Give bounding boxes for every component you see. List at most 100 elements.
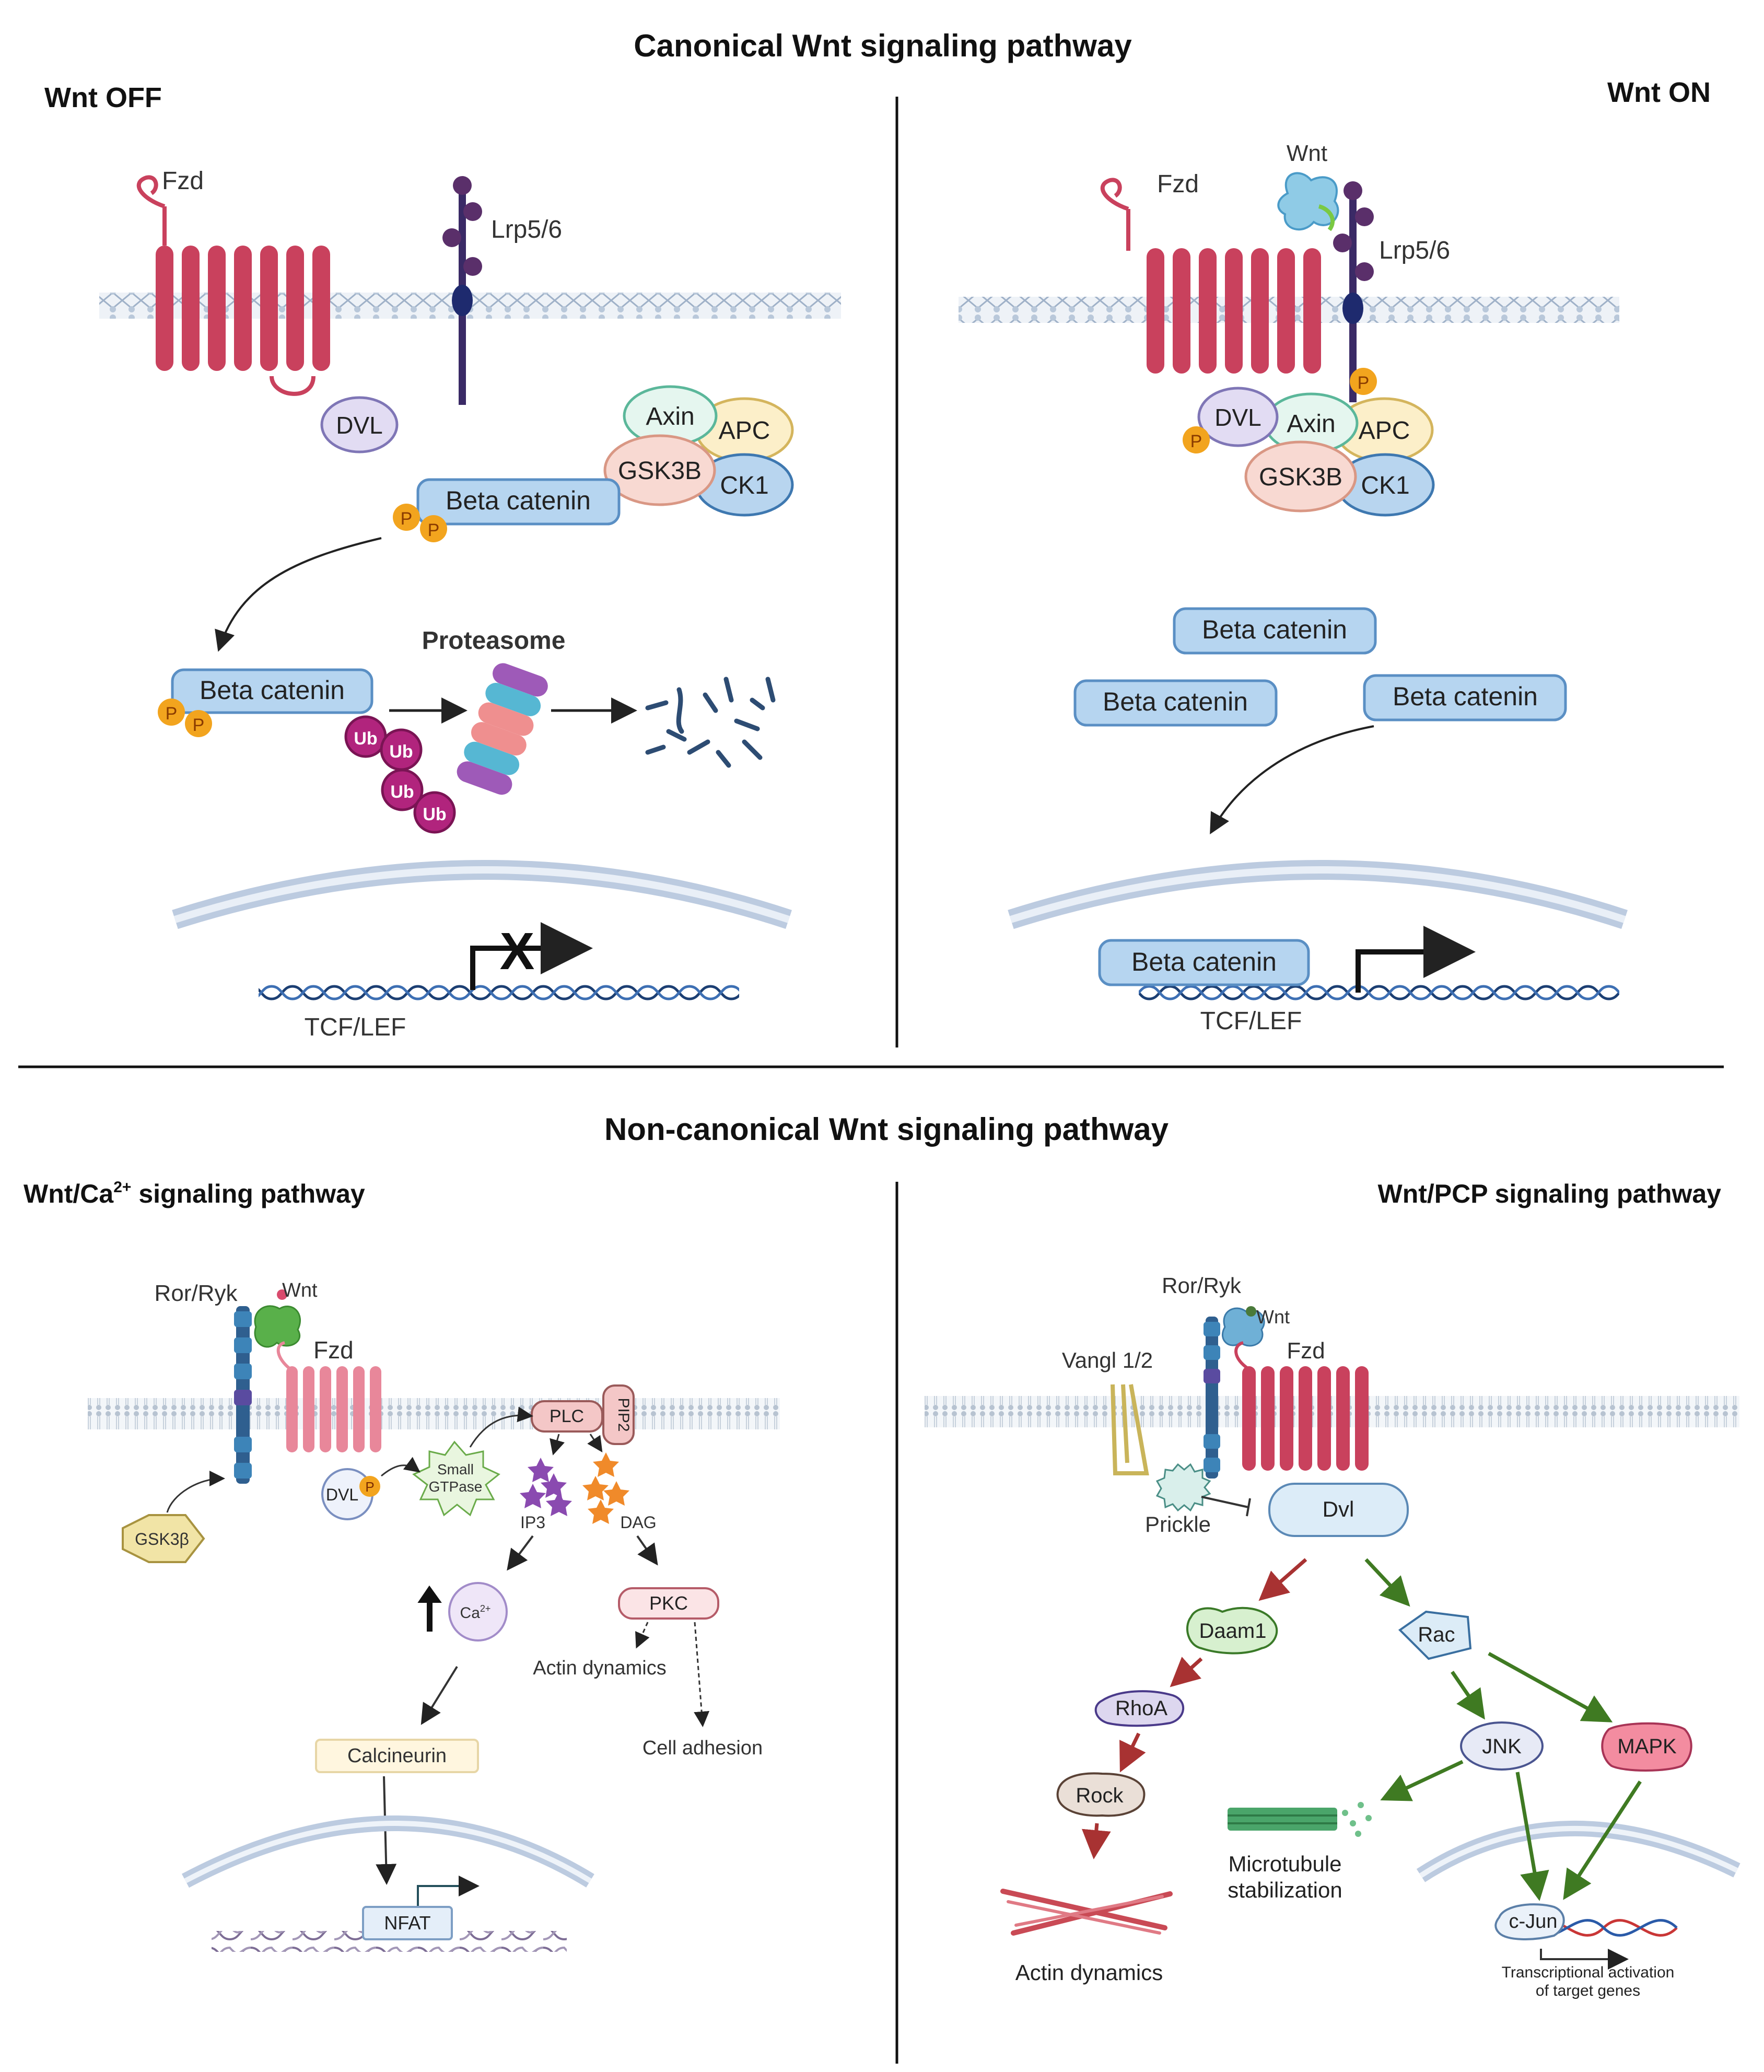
- dvl-node: [320, 396, 399, 453]
- dvl-to-gtpase-arrow: [381, 1457, 420, 1477]
- rhoa-node: [1094, 1690, 1184, 1727]
- actin-filament-icon: [1000, 1889, 1173, 1936]
- gsk3b-node: [603, 434, 716, 506]
- gsk3b-label: GSK3B: [1259, 463, 1342, 491]
- phospho-label: P: [401, 509, 413, 529]
- phospho-label: P: [428, 520, 440, 540]
- wnt-off-panel: Fzd Lrp5/6 DVL APC CK1 Axin GSK3B Beta c…: [99, 167, 841, 1041]
- beta-catenin-box: [1173, 607, 1377, 655]
- pip2-node: [602, 1384, 635, 1445]
- lrp-receptor: [442, 176, 482, 405]
- svg-text:Ub: Ub: [423, 805, 446, 824]
- lrp-label: Lrp5/6: [491, 216, 562, 243]
- plasma-membrane: [925, 1396, 1739, 1427]
- phospho-badge: [393, 504, 420, 531]
- dag-icon: [582, 1452, 629, 1524]
- axin-label: Axin: [1287, 410, 1335, 438]
- ip3-label: IP3: [520, 1513, 545, 1532]
- wnt-on-header: Wnt ON: [1607, 77, 1711, 108]
- jnk-to-microtubule-arrow: [1380, 1760, 1464, 1801]
- daam1-node: [1186, 1607, 1278, 1655]
- actin-dynamics-label: Actin dynamics: [1015, 1960, 1163, 1985]
- plc-to-ip3-arrow: [550, 1434, 565, 1456]
- fzd-receptor: [276, 1341, 381, 1452]
- dvl-to-rac-arrow: [1364, 1558, 1410, 1607]
- apc-label: APC: [719, 417, 770, 445]
- phospho-badge: [359, 1476, 380, 1497]
- fzd-label: Fzd: [162, 167, 204, 195]
- fzd-receptor: [1100, 178, 1321, 374]
- jnk-label: JNK: [1482, 1735, 1522, 1758]
- beta-catenin-nuclear-label: Beta catenin: [1131, 947, 1277, 976]
- prickle-node: [1155, 1463, 1211, 1512]
- wnt-label: Wnt: [1287, 141, 1327, 166]
- ck1-label: CK1: [720, 472, 768, 499]
- rac-to-jnk-arrow: [1451, 1671, 1485, 1720]
- ror-ryk-label: Ror/Ryk: [1162, 1273, 1242, 1298]
- ck1-label: CK1: [1361, 472, 1409, 499]
- beta-catenin-label: Beta catenin: [1393, 682, 1538, 711]
- fzd-receptor: [1234, 1341, 1369, 1471]
- block-mark: X: [500, 922, 535, 981]
- microtubule-label-2: stabilization: [1228, 1878, 1342, 1902]
- small-gtpase-label-1: Small: [437, 1461, 474, 1477]
- fzd-label: Fzd: [313, 1336, 354, 1364]
- gsk3b-node: [122, 1514, 205, 1563]
- ip3-icon: [520, 1458, 572, 1516]
- dvl-label: Dvl: [1323, 1497, 1354, 1521]
- transcription-label-1: Transcriptional activation: [1502, 1964, 1675, 1981]
- wnt-pcp-panel: Vangl 1/2 Prickle Ror/Ryk Wnt Fzd: [925, 1273, 1740, 1999]
- ror-ryk-label: Ror/Ryk: [155, 1281, 238, 1306]
- plc-to-dag-arrow: [587, 1434, 603, 1452]
- rock-node: [1056, 1772, 1146, 1817]
- phospho-badge: [1183, 426, 1210, 453]
- gtpase-to-plc-arrow: [469, 1406, 533, 1448]
- beta-catenin-label: Beta catenin: [1202, 615, 1347, 644]
- proteasome-label: Proteasome: [422, 627, 566, 655]
- peptide-fragments-icon: [645, 677, 776, 768]
- mapk-node: [1601, 1722, 1692, 1772]
- ror-ryk-receptor: [1204, 1317, 1220, 1479]
- nuclear-import-arrow: [1210, 725, 1374, 834]
- wnt-off-header: Wnt OFF: [44, 82, 162, 113]
- wnt-label: Wnt: [1256, 1306, 1290, 1328]
- dvl-node: [1268, 1483, 1409, 1537]
- vangl-receptor: [1111, 1384, 1149, 1475]
- wnt-ligand-icon: [1221, 1306, 1265, 1347]
- tcf-lef-label: TCF/LEF: [305, 1014, 406, 1041]
- lrp-receptor: [1333, 181, 1374, 402]
- ca-to-calcineurin-arrow: [420, 1666, 458, 1725]
- transcription-arrow: [470, 922, 593, 990]
- calcium-increase-arrow: [417, 1585, 442, 1632]
- degradation-arrow: [215, 537, 382, 652]
- pip2-label: PIP2: [615, 1398, 632, 1431]
- transcription-label-2: of target genes: [1536, 1982, 1640, 1999]
- pkc-node: [618, 1587, 719, 1620]
- daam1-to-rhoa-arrow: [1170, 1657, 1203, 1687]
- plc-label: PLC: [550, 1406, 584, 1426]
- beta-catenin-box: [416, 478, 621, 526]
- phospho-badge: [1350, 368, 1377, 395]
- rhoa-to-rock-arrow: [1119, 1732, 1146, 1773]
- canonical-title: Canonical Wnt signaling pathway: [634, 28, 1132, 63]
- wnt-ligand-icon: [254, 1289, 301, 1348]
- nfat-node: [362, 1906, 453, 1940]
- beta-catenin-nuclear-box: [1098, 939, 1310, 986]
- daam1-label: Daam1: [1199, 1620, 1267, 1643]
- dvl-to-daam1-arrow: [1258, 1558, 1307, 1601]
- pkc-label: PKC: [649, 1592, 688, 1614]
- lrp-label: Lrp5/6: [1379, 237, 1450, 264]
- microtubule-icon: [1228, 1802, 1372, 1837]
- calcium-node: [448, 1582, 508, 1642]
- plasma-membrane: [88, 1398, 780, 1429]
- transcription-arrow: [1356, 926, 1476, 993]
- transcription-arrow: [1540, 1949, 1629, 1970]
- rac-to-mapk-arrow: [1488, 1651, 1613, 1722]
- axin-label: Axin: [646, 403, 694, 430]
- fzd-receptor: [136, 175, 330, 396]
- beta-catenin-box: [1363, 674, 1567, 721]
- phospho-label: P: [166, 704, 178, 724]
- actin-dynamics-label: Actin dynamics: [533, 1657, 667, 1679]
- dna-strand: [1139, 983, 1619, 1004]
- small-gtpase-label-2: GTPase: [429, 1479, 483, 1495]
